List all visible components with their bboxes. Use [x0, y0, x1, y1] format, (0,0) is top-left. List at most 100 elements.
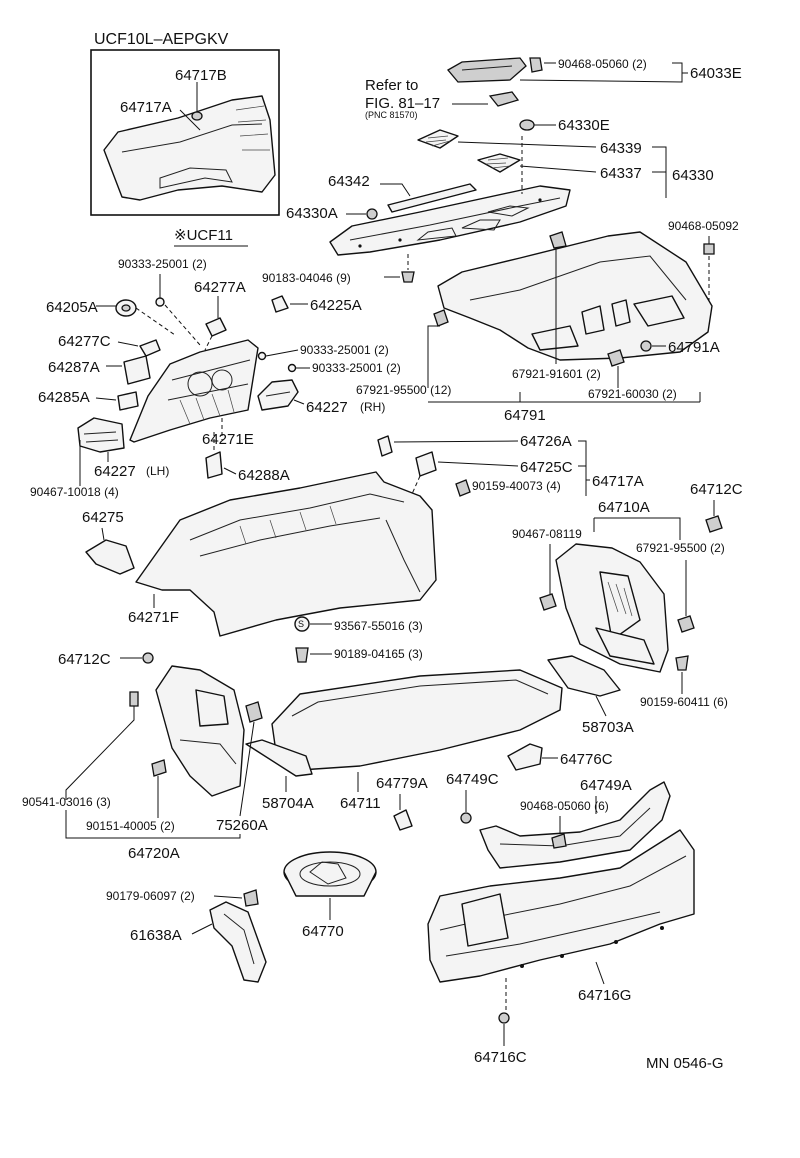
clip-90468-05060-6 [551, 833, 567, 849]
plug-90333-25001-c [287, 363, 297, 373]
label-64726A: 64726A [520, 433, 572, 450]
label-64716G: 64716G [578, 987, 631, 1004]
label-64330: 64330 [672, 167, 714, 184]
trunk-lid-lining-64791 [437, 231, 713, 361]
bracket-64725C [415, 451, 437, 477]
label-64776C: 64776C [560, 751, 613, 768]
clip-64712C-left [142, 652, 154, 664]
clip-64716C [498, 1012, 510, 1024]
label-90189-04165: 90189-04165 (3) [334, 647, 423, 661]
bracket-64726A [377, 435, 393, 457]
label-64337: 64337 [600, 165, 642, 182]
label-90468-05060-top: 90468-05060 (2) [558, 57, 647, 71]
bracket-64227-rh [257, 379, 299, 411]
label-64275: 64275 [82, 509, 124, 526]
label-61638A: 61638A [130, 927, 182, 944]
clip-93567-55016 [294, 616, 310, 632]
clip-64225A [271, 295, 289, 313]
label-90333-25001-a: 90333-25001 (2) [118, 257, 207, 271]
left-side-trim-group: 64712C 90541-03016 (3) 90151-40005 (2) 7… [22, 651, 268, 862]
label-64779A: 64779A [376, 775, 428, 792]
clip-67921-91601-top [549, 231, 567, 249]
label-64749C: 64749C [446, 771, 499, 788]
label-64330E: 64330E [558, 117, 610, 134]
label-67921-60030: 67921-60030 (2) [588, 387, 677, 401]
clip-90183-04046 [401, 271, 415, 283]
label-90159-60411: 90159-60411 (6) [640, 695, 728, 709]
label-75260A: 75260A [216, 817, 268, 834]
clip-90468-05092 [703, 243, 715, 255]
clip-90468-05060 [529, 57, 543, 73]
plug-90333-25001-a [155, 297, 165, 307]
variant-inset-frame [90, 49, 280, 216]
label-64287A: 64287A [48, 359, 100, 376]
clip-93567-symbol: S [298, 619, 304, 629]
variant-inset: UCF10L–AEPGKV 64717B 64717A [90, 31, 280, 216]
trim-64720A-opening [195, 689, 229, 727]
label-64033E: 64033E [690, 65, 742, 82]
rear-panel-trim-64271E [129, 339, 259, 443]
pad-64277A [205, 317, 227, 337]
label-90467-10018: 90467-10018 (4) [30, 485, 119, 499]
right-side-trim-group: 64712C 64710A 90467-08119 67921-95500 (2… [512, 481, 743, 709]
trunk-trim-brackets: 64726A 64725C 64717A 90159-40073 (4) [377, 433, 644, 497]
variant-box-title: UCF10L–AEPGKV [94, 31, 229, 48]
label-90159-40073: 90159-40073 (4) [472, 479, 561, 493]
clip-64749C [460, 812, 472, 824]
label-64227-rh: 64227 [306, 399, 348, 416]
label-64770: 64770 [302, 923, 344, 940]
label-64288A: 64288A [238, 467, 290, 484]
label-90333-25001-b: 90333-25001 (2) [300, 343, 389, 357]
pad-64288A [205, 451, 223, 479]
label-64342: 64342 [328, 173, 370, 190]
trunk-side-trim-64720A [155, 665, 245, 797]
label-64205A: 64205A [46, 299, 98, 316]
label-67921-91601: 67921-91601 (2) [512, 367, 601, 381]
label-64271F: 64271F [128, 609, 179, 626]
spare-tire-tray-group: 64770 [283, 851, 377, 940]
label-90183-04046: 90183-04046 (9) [262, 271, 351, 285]
clip-64791A [640, 340, 652, 352]
label-64717A: 64717A [592, 473, 644, 490]
strip-64342 [387, 183, 477, 213]
lining-opening-right1 [611, 299, 631, 327]
clip-64779A [393, 809, 413, 831]
trim-cover-cutout [461, 893, 509, 947]
clip-64330A [366, 208, 378, 220]
plug-90333-25001-b [257, 351, 267, 361]
label-64717A-inset: 64717A [120, 99, 172, 116]
label-64725C: 64725C [520, 459, 573, 476]
label-90179-06097: 90179-06097 (2) [106, 889, 195, 903]
label-64717B: 64717B [175, 67, 227, 84]
label-64277C: 64277C [58, 333, 111, 350]
label-67921-95500-2: 67921-95500 (2) [636, 541, 725, 555]
trim-opening-lower [595, 627, 655, 665]
label-64271E: 64271E [202, 431, 254, 448]
label-64791A: 64791A [668, 339, 720, 356]
trunk-lid-lining-group: 67921-91601 (2) 67921-95500 (12) 67921-6… [356, 231, 720, 424]
label-64710A: 64710A [598, 499, 650, 516]
label-67921-95500-12: 67921-95500 (12) [356, 383, 451, 397]
label-58704A: 58704A [262, 795, 314, 812]
mat-58703A [547, 655, 621, 697]
clip-90541-03016 [129, 691, 139, 707]
refer-note-line2: FIG. 81–17 [365, 95, 440, 112]
label-64720A: 64720A [128, 845, 180, 862]
high-stop-lamp-ref [488, 91, 520, 107]
plug-64330E [519, 119, 535, 131]
clip-67921-95500-side [677, 615, 695, 633]
label-58703A: 58703A [582, 719, 634, 736]
label-64330A: 64330A [286, 205, 338, 222]
label-64716C: 64716C [474, 1049, 527, 1066]
label-90467-08119: 90467-08119 [512, 527, 582, 541]
variant-note: ※UCF11 [174, 227, 233, 244]
clip-67921-60030 [607, 349, 625, 367]
screw-90159-40073 [455, 479, 471, 497]
pad-64277C [139, 339, 161, 357]
pad-64285A [117, 391, 139, 411]
mat-58704A [245, 739, 313, 777]
label-64285A: 64285A [38, 389, 90, 406]
trunk-front-trim-group: 64275 64271F [82, 471, 437, 637]
floor-fasteners: S 93567-55016 (3) 90189-04165 (3) [294, 616, 423, 663]
